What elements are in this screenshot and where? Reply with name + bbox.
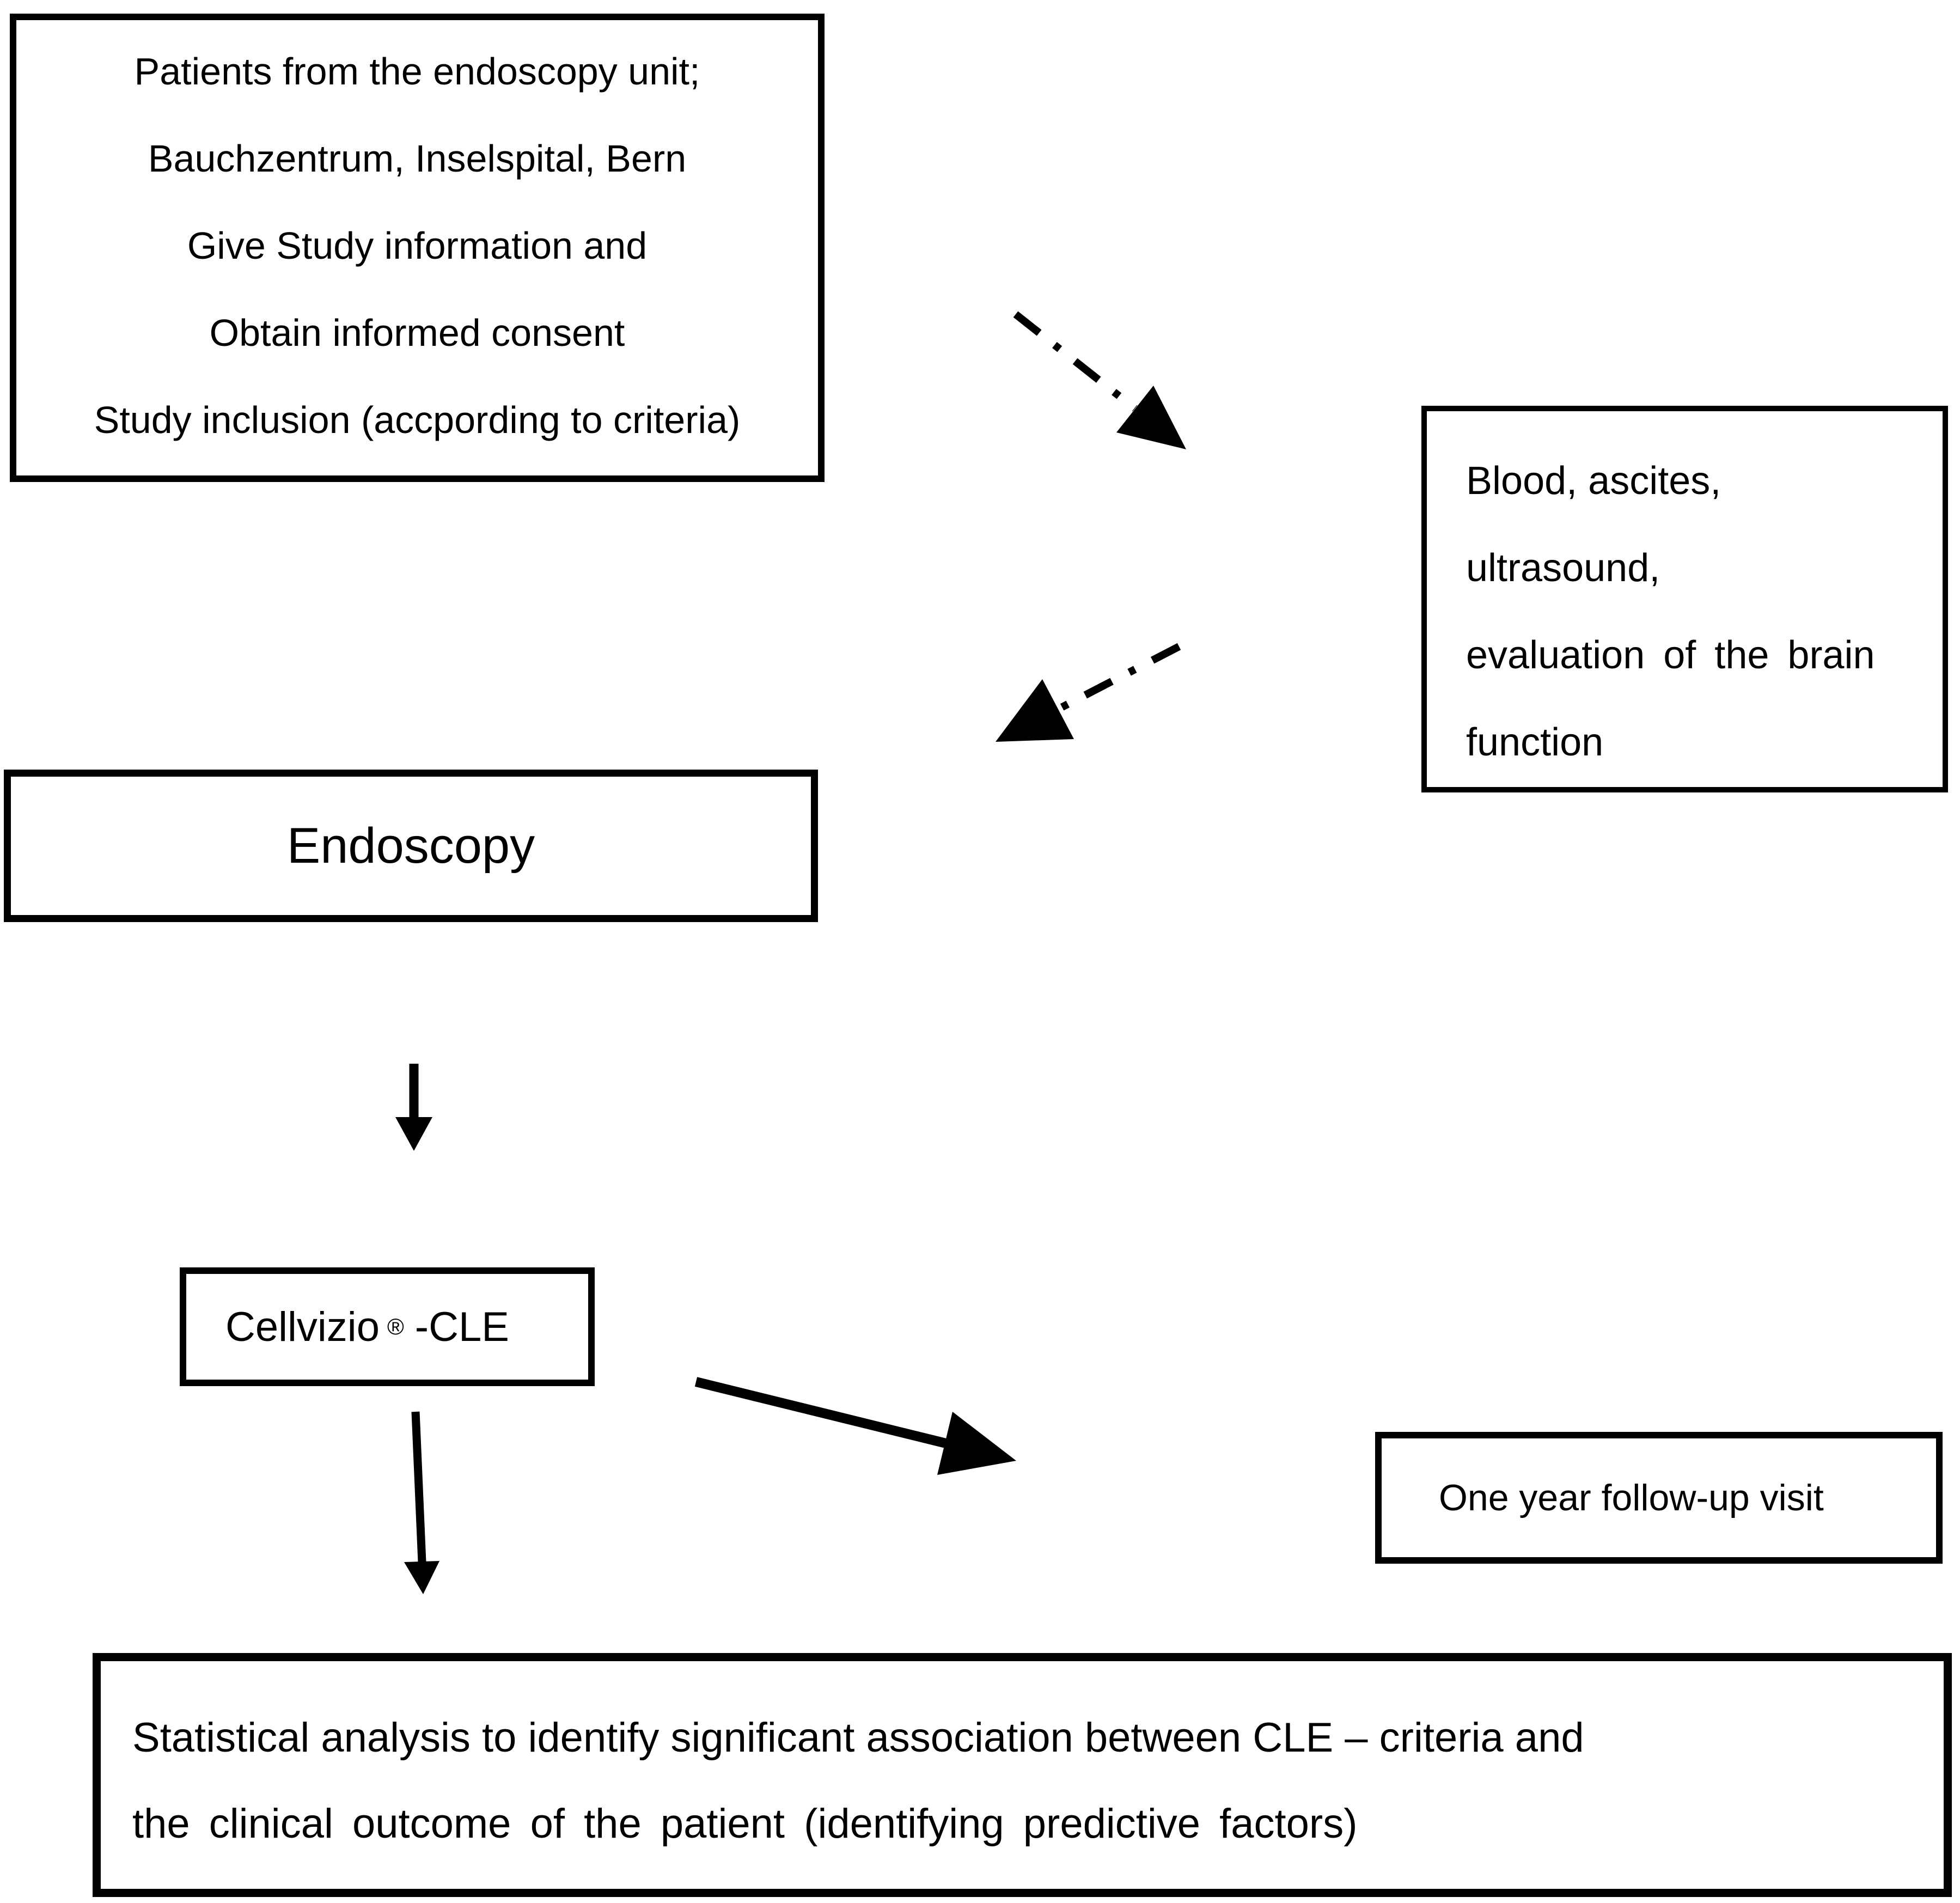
workup-line: function [1466, 721, 1604, 764]
recruitment-line: Study inclusion (accpording to criteria) [94, 399, 741, 441]
cle-suffix: -CLE [414, 1303, 509, 1350]
recruitment-line: Bauchzentrum, Inselspital, Bern [148, 137, 687, 180]
arrow-recruitment-to-workup [1013, 311, 1186, 449]
statistics-line: Statistical analysis to identify signifi… [132, 1715, 1584, 1761]
cle-brand: Cellvizio [225, 1303, 380, 1350]
follow-up-label: One year follow-up visit [1439, 1477, 1824, 1518]
workup-line: evaluation of the brain [1466, 633, 1875, 677]
workup-line: Blood, ascites, [1466, 459, 1721, 503]
arrow-cle-to-statistics [404, 1411, 439, 1594]
recruitment-line: Give Study information and [187, 224, 648, 267]
arrow-cle-to-followup [694, 1377, 1016, 1475]
cellvizio-cle-box: Cellvizio®-CLE [180, 1267, 595, 1386]
arrow-endoscopy-to-cle [395, 1064, 432, 1151]
statistical-analysis-box: Statistical analysis to identify signifi… [93, 1653, 1952, 1897]
recruitment-line: Patients from the endoscopy unit; [134, 50, 700, 93]
recruitment-inclusion-box: Patients from the endoscopy unit; Bauchz… [10, 14, 825, 482]
endoscopy-label: Endoscopy [286, 818, 535, 874]
clinical-workup-box: Blood, ascites, ultrasound, evaluation o… [1421, 406, 1948, 792]
arrow-workup-to-endoscopy [996, 643, 1181, 742]
endoscopy-box: Endoscopy [4, 770, 818, 922]
follow-up-visit-box: One year follow-up visit [1375, 1432, 1943, 1564]
recruitment-line: Obtain informed consent [209, 312, 625, 354]
statistics-line: the clinical outcome of the patient (ide… [132, 1801, 1358, 1847]
workup-line: ultrasound, [1466, 546, 1660, 590]
